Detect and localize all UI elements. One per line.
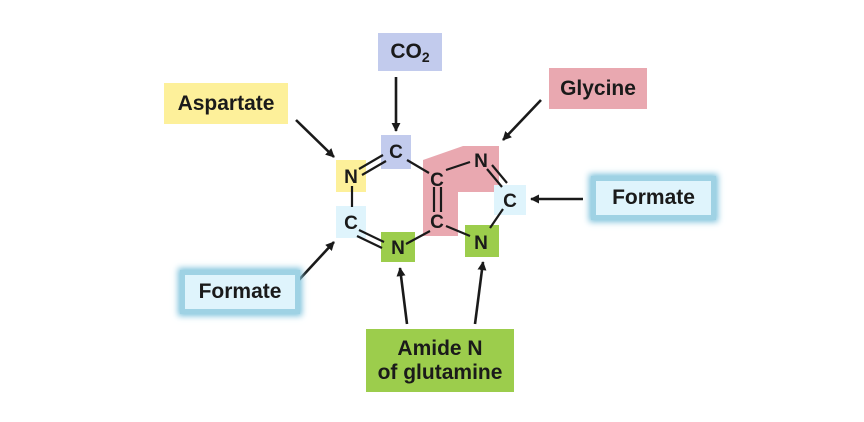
atom-c6: C (389, 142, 403, 163)
ring-bonds (350, 154, 508, 249)
glutamine-nitrogen3-highlight (381, 232, 415, 262)
glycine-label: Glycine (549, 68, 647, 109)
atom-n1: N (344, 167, 358, 188)
arrow-glycine (502, 99, 542, 141)
atom-n7: N (474, 151, 488, 172)
amide-line2: of glutamine (377, 360, 503, 384)
atom-c2: C (344, 213, 358, 234)
co2-text: CO (390, 40, 422, 63)
arrow-amide-n9 (473, 261, 487, 325)
arrow-amide-n3 (396, 267, 409, 325)
atom-c4: C (430, 212, 444, 233)
glycine-text: Glycine (560, 76, 636, 100)
formate-right-label: Formate (591, 176, 716, 220)
atom-n9: N (474, 233, 488, 254)
formate-left-label: Formate (180, 270, 300, 314)
atom-c8: C (503, 191, 517, 212)
formate-left-text: Formate (198, 280, 282, 303)
arrow-aspartate (295, 119, 335, 158)
glycine-highlight (423, 146, 499, 236)
formate-right-text: Formate (612, 186, 695, 209)
atom-n3: N (391, 238, 405, 259)
arrow-formate-left (296, 241, 335, 283)
formate-carbon8-highlight (494, 185, 526, 215)
glutamine-nitrogen9-highlight (465, 225, 499, 257)
amide-glutamine-label: Amide N of glutamine (366, 329, 514, 392)
amide-line1: Amide N (397, 336, 483, 360)
co2-subscript: 2 (421, 49, 430, 65)
aspartate-label: Aspartate (164, 83, 288, 124)
atom-c5: C (430, 170, 444, 191)
formate-carbon2-highlight (336, 206, 366, 238)
aspartate-text: Aspartate (177, 91, 275, 115)
co2-carbon-highlight (381, 135, 411, 169)
